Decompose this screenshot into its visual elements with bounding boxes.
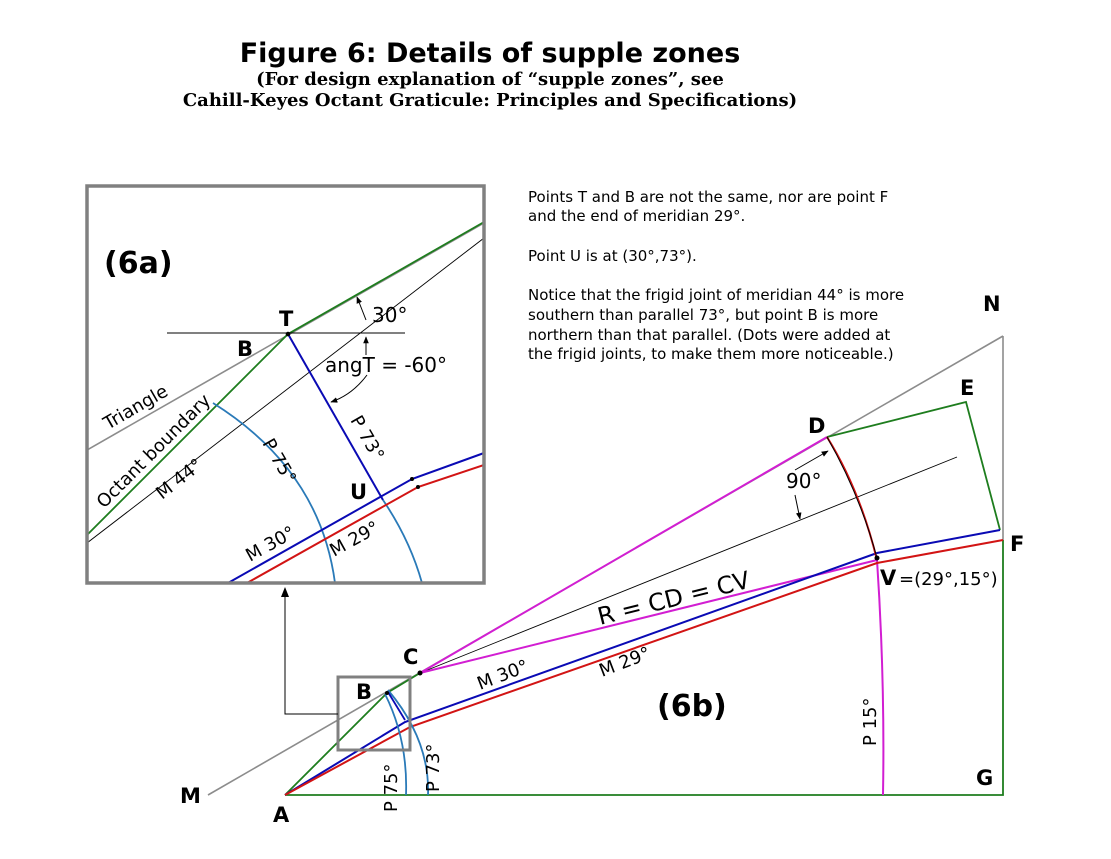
parallel-73-segment — [387, 691, 406, 721]
point-d-label: D — [808, 414, 825, 438]
parallel-75-label: P 75° — [381, 764, 402, 812]
figure-title: Figure 6: Details of supple zones — [240, 38, 741, 69]
meridian-29-line — [284, 539, 1004, 796]
meridian-30-label: M 30° — [474, 656, 531, 695]
note-1a: Points T and B are not the same, nor are… — [528, 188, 888, 206]
parallel-15-line — [876, 559, 885, 796]
note-3b: southern than parallel 73°, but point B … — [528, 306, 878, 324]
inset-p75-line — [212, 402, 336, 583]
inset-dot-t — [285, 331, 291, 337]
octant-boundary-lower — [285, 540, 1004, 796]
frigid-arc-black — [826, 436, 878, 559]
joint-dot-v — [874, 555, 880, 561]
inset-arrow-30-up — [356, 296, 367, 321]
diagram-6b: M A B C D E N F G V =(29°,15°) (6b) 90° … — [180, 292, 1024, 827]
inset-frame-bg — [87, 186, 484, 583]
diagram-6a: (6a) T B U 30° angT = -60° Triangle Octa… — [85, 184, 486, 585]
meridian-30-line — [284, 529, 1001, 796]
parallel-75-line — [384, 693, 408, 796]
point-v-coords: =(29°,15°) — [899, 569, 998, 590]
frigid-arc-red — [826, 436, 878, 561]
inset-black-line — [87, 237, 484, 544]
inset-point-u-label: U — [350, 480, 367, 504]
note-1b: and the end of meridian 29°. — [528, 207, 745, 225]
inset-p73-line — [287, 333, 384, 501]
inset-frame — [85, 184, 486, 585]
joint-dot-b — [385, 691, 389, 695]
joint-dot-c — [417, 670, 423, 676]
diagram-6b-label: (6b) — [657, 689, 727, 724]
parallel-15-label: P 15° — [860, 698, 881, 746]
inset-p73-arc — [382, 499, 423, 583]
point-b-label: B — [356, 680, 372, 704]
note-3a: Notice that the frigid joint of meridian… — [528, 286, 904, 304]
parallel-73-label: P 73° — [423, 744, 444, 792]
meridian-29-label: M 29° — [596, 643, 653, 682]
note-3c: northern than that parallel. (Dots were … — [528, 326, 890, 344]
angle-90-label: 90° — [786, 469, 821, 493]
angle-90-arrow-down — [794, 494, 802, 520]
point-f-label: F — [1010, 532, 1024, 556]
inset-point-b-label: B — [237, 337, 253, 361]
figure-subtitle-line2: Cahill-Keyes Octant Graticule: Principle… — [183, 90, 797, 111]
r-equation-label: R = CD = CV — [595, 566, 754, 631]
r-line-cv — [419, 559, 878, 674]
point-v-label: V — [880, 566, 897, 590]
octant-boundary-corner — [826, 400, 1001, 531]
angle-90-arrow-up — [794, 450, 829, 471]
point-m-label: M — [180, 784, 201, 808]
bisector-line — [419, 456, 958, 674]
point-g-label: G — [976, 766, 993, 790]
inset-dot-2 — [416, 485, 420, 489]
inset-arrow-angt — [330, 374, 368, 403]
parallel-73-line — [387, 689, 429, 796]
note-3d: the frigid joints, to make them more not… — [528, 345, 894, 363]
inset-angle-t-label: angT = -60° — [325, 353, 447, 377]
inset-dot-1 — [410, 477, 414, 481]
inset-angle-30-label: 30° — [372, 303, 407, 327]
point-a-label: A — [273, 803, 290, 827]
inset-point-t-label: T — [279, 307, 294, 331]
figure-subtitle-line1: (For design explanation of “supple zones… — [256, 69, 724, 90]
point-e-label: E — [960, 376, 974, 400]
point-c-label: C — [403, 645, 418, 669]
note-2: Point U is at (30°,73°). — [528, 247, 697, 265]
diagram-6a-label: (6a) — [104, 246, 173, 281]
point-n-label: N — [983, 292, 1001, 316]
zoom-connector — [281, 587, 338, 715]
r-line-cd — [419, 436, 828, 674]
